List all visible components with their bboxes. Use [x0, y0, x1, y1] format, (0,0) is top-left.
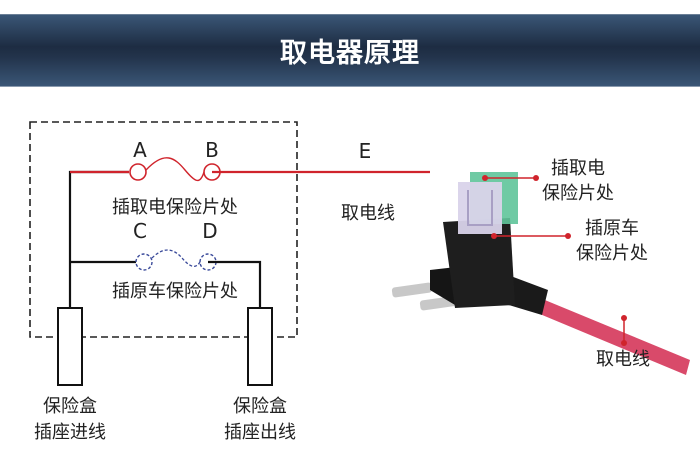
right-socket-label-2: 插座出线 — [224, 422, 296, 443]
product-orig-label-2: 保险片处 — [576, 243, 648, 264]
label-b: B — [205, 138, 219, 162]
label-tap-slot: 插取电保险片处 — [112, 197, 238, 218]
fuse-element-ab — [145, 157, 205, 182]
terminal-c — [135, 253, 153, 271]
label-d: D — [202, 219, 217, 243]
product-orig-label-1: 插原车 — [585, 218, 639, 239]
fuse-box-outline — [29, 121, 298, 338]
terminal-a — [129, 163, 147, 181]
product-tap-label-1: 插取电 — [551, 158, 605, 179]
header-banner: 取电器原理 — [0, 14, 700, 87]
label-power-wire: 取电线 — [341, 203, 395, 224]
product-wire-label: 取电线 — [596, 349, 650, 370]
fuse-tap-product — [391, 172, 690, 375]
black-wire-d — [208, 260, 262, 310]
label-a: A — [133, 138, 147, 162]
red-wire-illustration — [535, 298, 690, 375]
right-socket-label-1: 保险盒 — [233, 396, 287, 417]
right-socket — [247, 307, 273, 386]
label-e: E — [359, 139, 372, 163]
label-c: C — [133, 219, 147, 243]
page-title: 取电器原理 — [280, 38, 420, 69]
fuse-element-cd — [151, 249, 201, 268]
product-tap-label-2: 保险片处 — [542, 183, 614, 204]
left-socket-label-2: 插座进线 — [34, 422, 106, 443]
left-socket-label-1: 保险盒 — [43, 396, 97, 417]
left-socket — [57, 307, 83, 386]
label-orig-slot: 插原车保险片处 — [112, 281, 238, 302]
